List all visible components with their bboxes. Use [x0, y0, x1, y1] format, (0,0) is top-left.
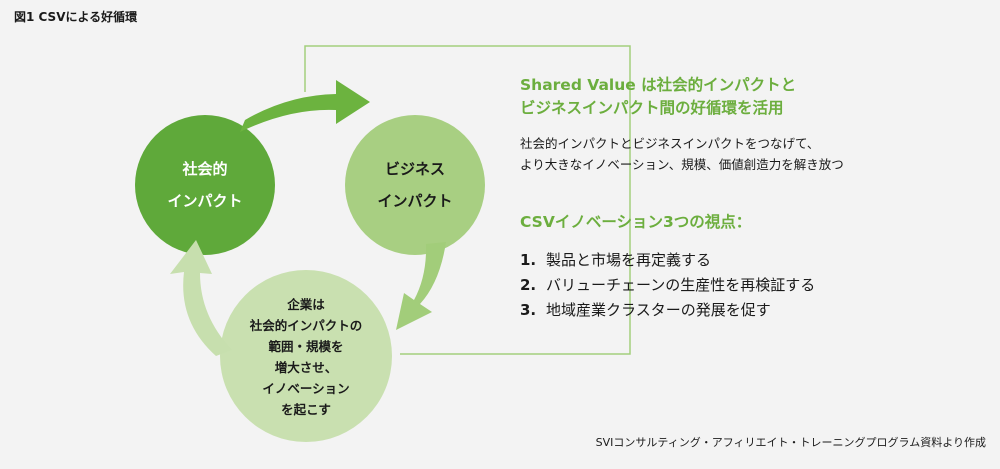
enterprise-line: イノベーション [262, 381, 350, 396]
enterprise-line: を起こす [281, 402, 331, 417]
csv-innovation-title: CSVイノベーション3つの視点： [520, 213, 752, 231]
arrow-enterprise-to-social [170, 240, 232, 356]
list-item-text: 製品と市場を再定義する [546, 251, 712, 269]
shared-value-title-line: Shared Value は社会的インパクトと [520, 76, 797, 94]
social-impact-circle [135, 115, 275, 255]
list-item-number: 2. [520, 276, 537, 294]
business-impact-line: ビジネス [384, 160, 445, 178]
list-item-text: バリューチェーンの生産性を再検証する [546, 276, 816, 294]
csv-innovation-list: 1. 製品と市場を再定義する 2. バリューチェーンの生産性を再検証する 3. 地域産… [520, 248, 815, 323]
shared-value-body-line: より大きなイノベーション、規模、価値創造力を解き放つ [520, 157, 844, 172]
source-note: SVIコンサルティング・アフィリエイト・トレーニングプログラム資料より作成 [595, 436, 986, 449]
enterprise-line: 社会的インパクトの [249, 318, 363, 333]
enterprise-circle [220, 270, 392, 442]
list-item: 3. 地域産業クラスターの発展を促す [520, 298, 815, 323]
list-item-text: 地域産業クラスターの発展を促す [546, 301, 771, 319]
business-impact-line: インパクト [377, 192, 453, 210]
shared-value-title: Shared Value は社会的インパクトと ビジネスインパクト間の好循環を活… [520, 74, 796, 120]
shared-value-description: 社会的インパクトとビジネスインパクトをつなげて、 より大きなイノベーション、規模… [520, 133, 844, 175]
social-impact-label: 社会的 インパクト [140, 125, 270, 245]
enterprise-line: 増大させ、 [274, 360, 338, 375]
connector-line [304, 45, 631, 355]
enterprise-line: 企業は [287, 297, 325, 312]
shared-value-title-line: ビジネスインパクト間の好循環を活用 [520, 99, 784, 117]
enterprise-label: 企業は 社会的インパクトの 範囲・規模を 増大させ、 イノベーション を起こす [226, 282, 386, 432]
figure-title: 図1 CSVによる好循環 [14, 10, 138, 24]
list-item-number: 1. [520, 251, 537, 269]
social-impact-line: インパクト [167, 192, 243, 210]
list-item-number: 3. [520, 301, 537, 319]
shared-value-body-line: 社会的インパクトとビジネスインパクトをつなげて、 [520, 136, 820, 151]
arrow-business-to-enterprise [396, 242, 446, 330]
social-impact-line: 社会的 [182, 160, 228, 178]
business-impact-label: ビジネス インパクト [350, 125, 480, 245]
enterprise-line: 範囲・規模を [268, 339, 344, 354]
list-item: 2. バリューチェーンの生産性を再検証する [520, 273, 815, 298]
business-impact-circle [345, 115, 485, 255]
list-item: 1. 製品と市場を再定義する [520, 248, 815, 273]
arrow-social-to-business [240, 80, 370, 132]
